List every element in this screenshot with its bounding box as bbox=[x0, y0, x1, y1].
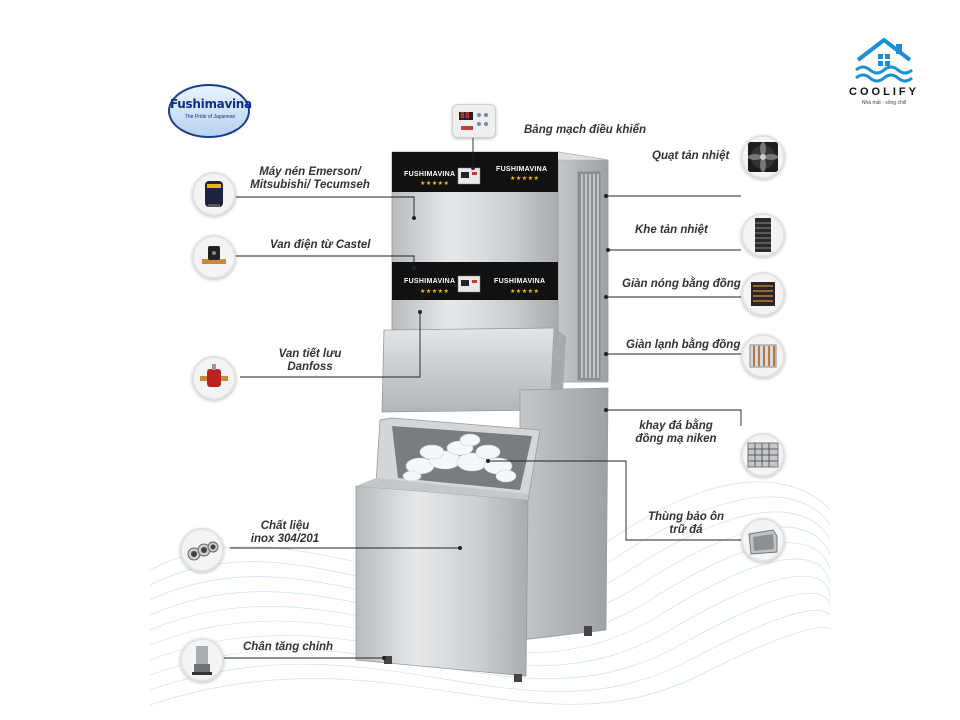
label-storage-bin-line1: Thùng bảo ôn bbox=[647, 511, 724, 523]
label-compressor: Máy nén Emerson/ Mitsubishi/ Tecumseh bbox=[250, 166, 370, 192]
label-storage-bin: Thùng bảo ôn trữ đá bbox=[644, 511, 728, 537]
storage-bin bbox=[355, 387, 609, 682]
ice-tray-icon bbox=[741, 433, 785, 477]
adjustable-foot-icon bbox=[180, 638, 224, 682]
label-adjustable-feet: Chân tăng chỉnh bbox=[243, 641, 334, 653]
expansion-valve-icon bbox=[192, 356, 236, 400]
label-storage-bin-line2: trữ đá bbox=[669, 524, 703, 536]
label-material-line1: Chất liệu bbox=[260, 520, 310, 532]
panel-brand-upper-right: FUSHIMAVINA bbox=[496, 166, 548, 173]
fan-icon bbox=[741, 135, 785, 179]
fushimavina-logo: Fushimavina The Pride of Japanese bbox=[168, 84, 252, 138]
vent-grille-icon bbox=[741, 213, 785, 257]
logo-oval bbox=[168, 84, 250, 138]
label-expansion-valve: Van tiết lưu Danfoss bbox=[270, 348, 350, 374]
coolify-name: COOLIFY bbox=[849, 86, 919, 98]
house-waves-icon bbox=[855, 38, 913, 83]
coolify-slogan: Nhà mát - sống chill bbox=[861, 100, 907, 106]
label-vent-slot: Khe tản nhiệt bbox=[635, 224, 708, 236]
compressor-icon bbox=[192, 172, 236, 216]
panel-stars-lower-right: ★★★★★ bbox=[510, 289, 540, 295]
display-value: 88 bbox=[460, 111, 470, 120]
label-ice-tray-line1: khay đá bằng bbox=[639, 420, 713, 432]
label-condenser: Giàn nóng bằng đồng bbox=[622, 278, 741, 290]
label-cooling-fan: Quạt tản nhiệt bbox=[652, 150, 730, 162]
label-material-line2: inox 304/201 bbox=[250, 533, 320, 545]
coolify-logo: COOLIFY Nhà mát - sống chill bbox=[836, 36, 932, 112]
panel-stars-lower-left: ★★★★★ bbox=[420, 289, 450, 295]
panel-stars-upper-right: ★★★★★ bbox=[510, 176, 540, 182]
label-control-board: Bảng mạch điều khiển bbox=[524, 124, 647, 136]
condenser-coil-icon bbox=[741, 272, 785, 316]
panel-brand-upper-left: FUSHIMAVINA bbox=[404, 171, 456, 178]
label-compressor-line2: Mitsubishi/ Tecumseh bbox=[250, 179, 370, 191]
label-compressor-line1: Máy nén Emerson/ bbox=[259, 166, 361, 178]
label-material: Chất liệu inox 304/201 bbox=[240, 520, 330, 546]
steel-pipes-icon bbox=[180, 528, 224, 572]
solenoid-valve-icon bbox=[192, 235, 236, 279]
control-panel-icon: 88 bbox=[452, 104, 496, 138]
label-expansion-valve-line2: Danfoss bbox=[287, 361, 333, 373]
label-ice-tray-line2: đồng mạ niken bbox=[635, 433, 717, 445]
panel-brand-lower-left: FUSHIMAVINA bbox=[404, 278, 456, 285]
evaporator-coil-icon bbox=[741, 334, 785, 378]
label-evaporator: Giàn lạnh bằng đồng bbox=[626, 339, 741, 351]
label-expansion-valve-line1: Van tiết lưu bbox=[278, 348, 342, 360]
label-solenoid-valve: Van điện từ Castel bbox=[270, 239, 371, 251]
brand-tagline: The Pride of Japanese bbox=[184, 114, 236, 120]
brand-name: Fushimavina bbox=[170, 97, 252, 111]
panel-stars-upper-left: ★★★★★ bbox=[420, 181, 450, 187]
panel-brand-lower-right: FUSHIMAVINA bbox=[494, 278, 546, 285]
insulated-bin-icon bbox=[741, 518, 785, 562]
label-ice-tray: khay đá bằng đồng mạ niken bbox=[630, 420, 722, 446]
